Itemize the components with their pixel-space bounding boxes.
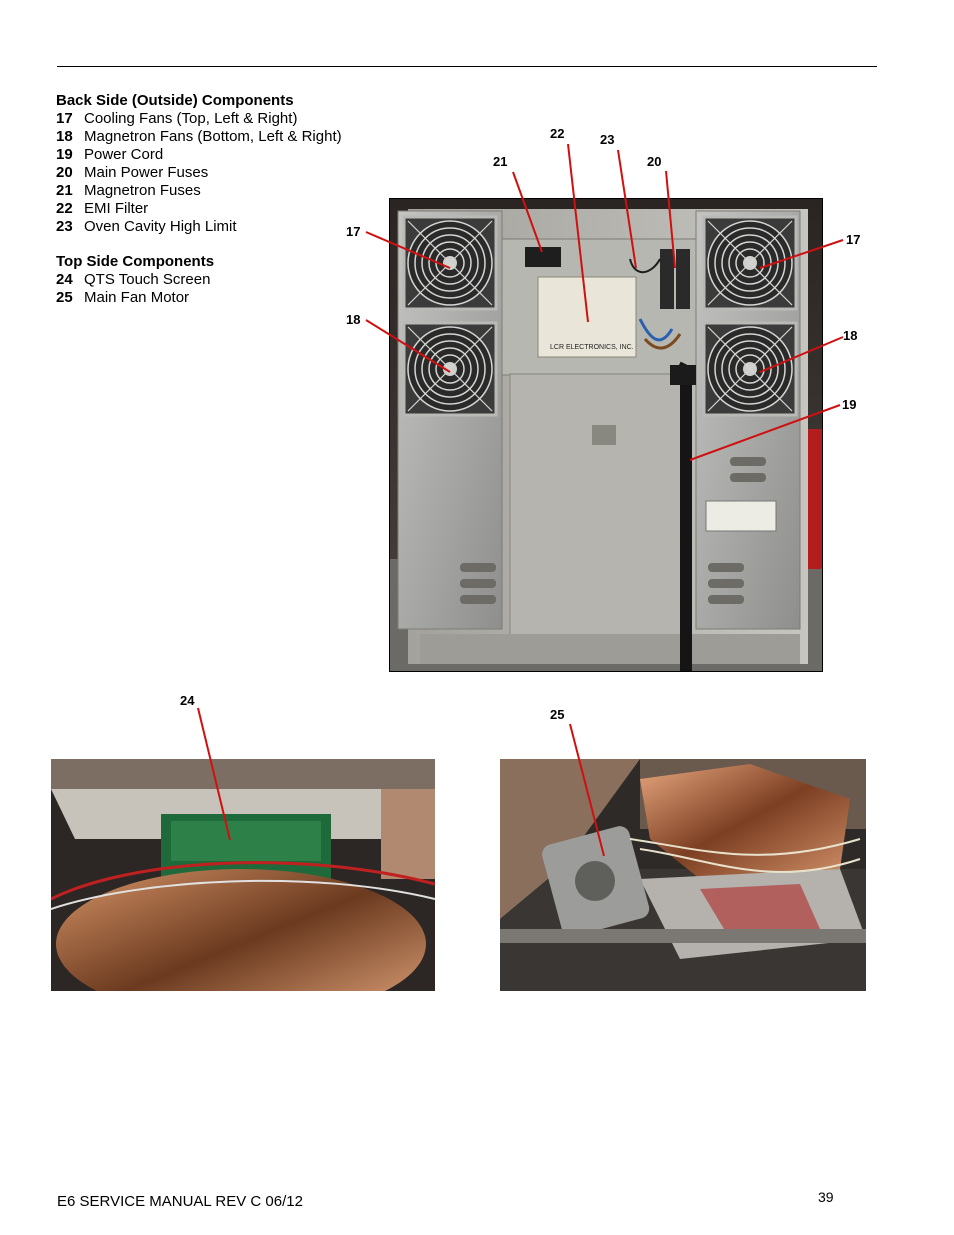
footer-manual-title: E6 SERVICE MANUAL REV C 06/12 bbox=[57, 1193, 303, 1210]
back-side-photo: LCR ELECTRONICS, INC. bbox=[389, 198, 823, 672]
header-rule bbox=[57, 66, 877, 67]
callout-24: 24 bbox=[180, 693, 195, 708]
callout-18-left: 18 bbox=[346, 312, 361, 327]
callout-21: 21 bbox=[493, 154, 508, 169]
leader-25 bbox=[569, 723, 605, 857]
callout-20: 20 bbox=[647, 154, 662, 169]
back-side-heading: Back Side (Outside) Components bbox=[56, 92, 294, 109]
emi-filter-label: LCR ELECTRONICS, INC. bbox=[550, 344, 634, 351]
leader-21 bbox=[512, 171, 543, 253]
callout-23: 23 bbox=[600, 132, 615, 147]
top-side-touchscreen-photo bbox=[51, 759, 435, 991]
callout-22: 22 bbox=[550, 126, 565, 141]
top-side-heading: Top Side Components bbox=[56, 253, 215, 270]
leader-18-left bbox=[365, 319, 451, 373]
leader-20 bbox=[665, 170, 676, 269]
leader-22 bbox=[567, 143, 589, 323]
top-side-fan-motor-photo bbox=[500, 759, 866, 991]
callout-25: 25 bbox=[550, 707, 565, 722]
page-number: 39 bbox=[818, 1189, 834, 1205]
callout-18-right: 18 bbox=[843, 328, 858, 343]
leader-18-right bbox=[759, 336, 844, 373]
leader-19 bbox=[689, 404, 841, 461]
callout-17-left: 17 bbox=[346, 224, 361, 239]
leader-17-right bbox=[759, 239, 844, 269]
leader-24 bbox=[197, 707, 231, 841]
leader-17-left bbox=[365, 231, 451, 269]
callout-19: 19 bbox=[842, 397, 857, 412]
leader-23 bbox=[617, 149, 637, 269]
callout-17-right: 17 bbox=[846, 232, 861, 247]
